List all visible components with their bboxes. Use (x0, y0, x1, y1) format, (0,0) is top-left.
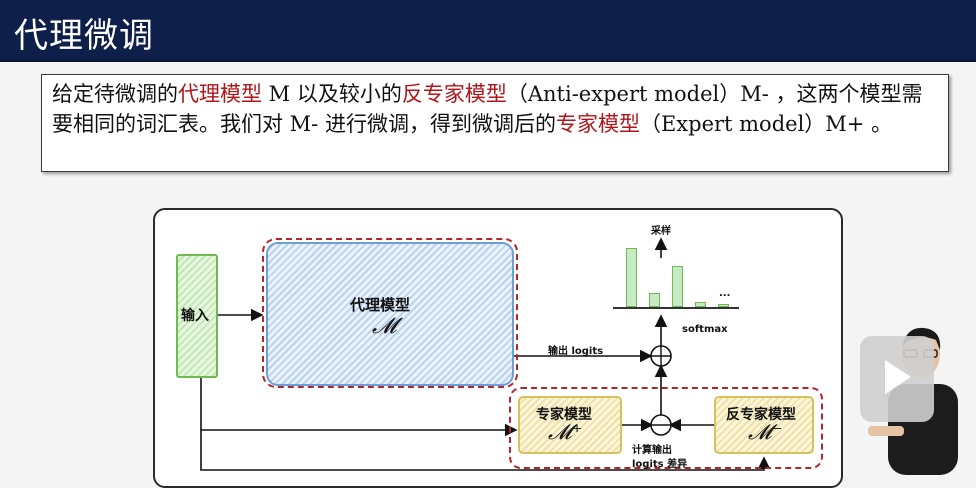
anti-expert-label: 反专家模型 (726, 407, 796, 423)
sample-label: 采样 (651, 226, 671, 237)
slide-title: 代理微调 (14, 16, 154, 56)
proxy-model-label: 代理模型 (350, 296, 411, 314)
title-bar: 代理微调 (0, 0, 976, 62)
expert-model-box (518, 396, 622, 454)
input-label: 输入 (181, 308, 209, 324)
text-expert-model: 专家模型 (555, 112, 640, 136)
text-seg3: M 以及较小的 (262, 82, 402, 106)
text-anti-expert: 反专家模型 (401, 82, 507, 106)
expert-dashed-group (509, 387, 823, 469)
compute-label-line2: logits 差异 (632, 459, 688, 470)
expert-model-symbol: 𝓜⁺ (548, 420, 583, 444)
sum-node (650, 345, 672, 367)
anti-expert-box (714, 396, 814, 454)
diff-node (650, 414, 672, 436)
softmax-label: softmax (682, 324, 728, 335)
chart-baseline (613, 307, 739, 309)
description-textbox: 给定待微调的代理模型 M 以及较小的反专家模型（Anti-expert mode… (41, 74, 949, 172)
chart-bar (649, 292, 660, 307)
text-seg7: （Expert model）M+ 。 (639, 112, 893, 136)
text-seg1: 给定待微调的 (52, 82, 178, 106)
chart-bar (672, 266, 683, 307)
anti-expert-symbol: 𝓜⁻ (748, 420, 783, 444)
proxy-model-symbol: 𝓜 (372, 314, 397, 339)
chart-bar (695, 301, 706, 307)
expert-model-label: 专家模型 (536, 407, 592, 423)
chart-bar (626, 247, 637, 307)
proxy-model-box (266, 242, 514, 386)
compute-label-line1: 计算输出 (632, 445, 672, 456)
proxy-dashed-group (262, 238, 518, 388)
diagram-wires (200, 237, 771, 471)
chart-bar (718, 303, 729, 307)
text-proxy-model: 代理模型 (178, 82, 262, 106)
chart-ellipsis: ... (719, 288, 731, 299)
input-box (176, 254, 218, 378)
play-icon[interactable] (885, 360, 911, 394)
output-logits-label: 输出 logits (548, 346, 604, 357)
text-seg5: （Anti-expert model）M- ，这两个模型需要相同的词汇表。我们对… (52, 82, 923, 136)
